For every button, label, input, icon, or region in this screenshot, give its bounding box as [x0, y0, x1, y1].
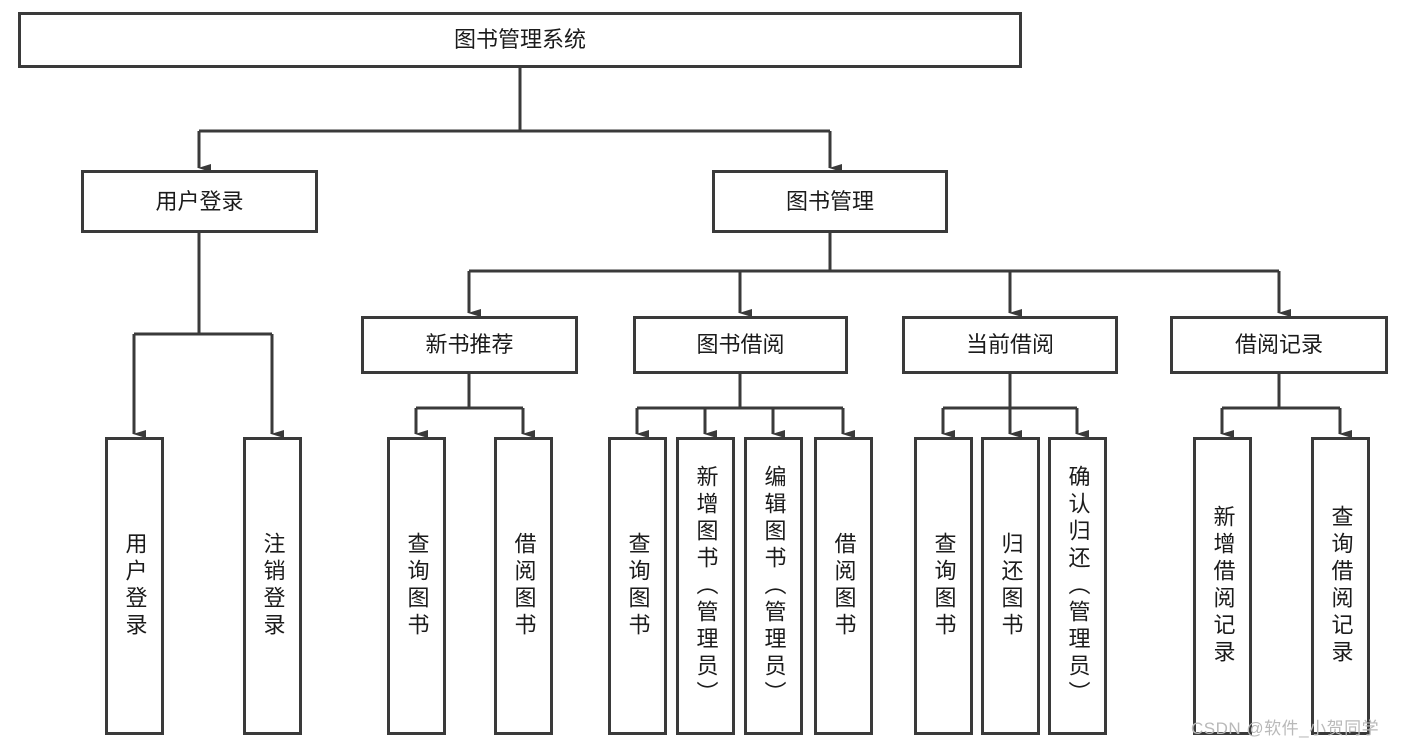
- node-leaf-confirm-return[interactable]: 确认归还（管理员）: [1048, 437, 1107, 735]
- node-book-mgmt[interactable]: 图书管理: [712, 170, 948, 233]
- node-leaf-add-book-label: 新增图书（管理员）: [693, 464, 719, 708]
- node-leaf-edit-book[interactable]: 编辑图书（管理员）: [744, 437, 803, 735]
- node-book-borrow-label: 图书借阅: [696, 332, 785, 358]
- node-current-borrow-label: 当前借阅: [965, 332, 1054, 358]
- node-leaf-user-login[interactable]: 用户登录: [105, 437, 164, 735]
- node-leaf-query-book-1[interactable]: 查询图书: [387, 437, 446, 735]
- node-leaf-query-book-3[interactable]: 查询图书: [914, 437, 973, 735]
- node-leaf-return-book-label: 归还图书: [998, 532, 1024, 640]
- node-root-label: 图书管理系统: [453, 27, 586, 53]
- node-user-login[interactable]: 用户登录: [81, 170, 318, 233]
- node-leaf-user-logout-label: 注销登录: [260, 532, 286, 640]
- node-borrow-record[interactable]: 借阅记录: [1170, 316, 1388, 374]
- node-user-login-label: 用户登录: [155, 188, 244, 214]
- node-leaf-add-record-label: 新增借阅记录: [1210, 505, 1236, 667]
- watermark: CSDN @软件_小贺同学: [1191, 719, 1380, 738]
- node-book-borrow[interactable]: 图书借阅: [633, 316, 848, 374]
- node-leaf-confirm-return-label: 确认归还（管理员）: [1065, 464, 1091, 708]
- node-new-book-rec-label: 新书推荐: [425, 332, 514, 358]
- node-leaf-edit-book-label: 编辑图书（管理员）: [761, 464, 787, 708]
- node-leaf-query-book-2[interactable]: 查询图书: [608, 437, 667, 735]
- node-leaf-add-book[interactable]: 新增图书（管理员）: [676, 437, 735, 735]
- node-new-book-rec[interactable]: 新书推荐: [361, 316, 578, 374]
- node-leaf-user-logout[interactable]: 注销登录: [243, 437, 302, 735]
- node-leaf-borrow-book-1-label: 借阅图书: [511, 532, 537, 640]
- node-leaf-query-book-1-label: 查询图书: [404, 532, 430, 640]
- node-leaf-user-login-label: 用户登录: [122, 532, 148, 640]
- node-leaf-borrow-book-2[interactable]: 借阅图书: [814, 437, 873, 735]
- node-root[interactable]: 图书管理系统: [18, 12, 1022, 68]
- node-leaf-borrow-book-2-label: 借阅图书: [831, 532, 857, 640]
- node-leaf-query-book-2-label: 查询图书: [625, 532, 651, 640]
- node-leaf-return-book[interactable]: 归还图书: [981, 437, 1040, 735]
- node-leaf-query-record[interactable]: 查询借阅记录: [1311, 437, 1370, 735]
- node-leaf-borrow-book-1[interactable]: 借阅图书: [494, 437, 553, 735]
- node-current-borrow[interactable]: 当前借阅: [902, 316, 1118, 374]
- node-leaf-query-book-3-label: 查询图书: [931, 532, 957, 640]
- node-book-mgmt-label: 图书管理: [785, 188, 874, 214]
- node-leaf-add-record[interactable]: 新增借阅记录: [1193, 437, 1252, 735]
- node-leaf-query-record-label: 查询借阅记录: [1328, 505, 1354, 667]
- node-borrow-record-label: 借阅记录: [1234, 332, 1323, 358]
